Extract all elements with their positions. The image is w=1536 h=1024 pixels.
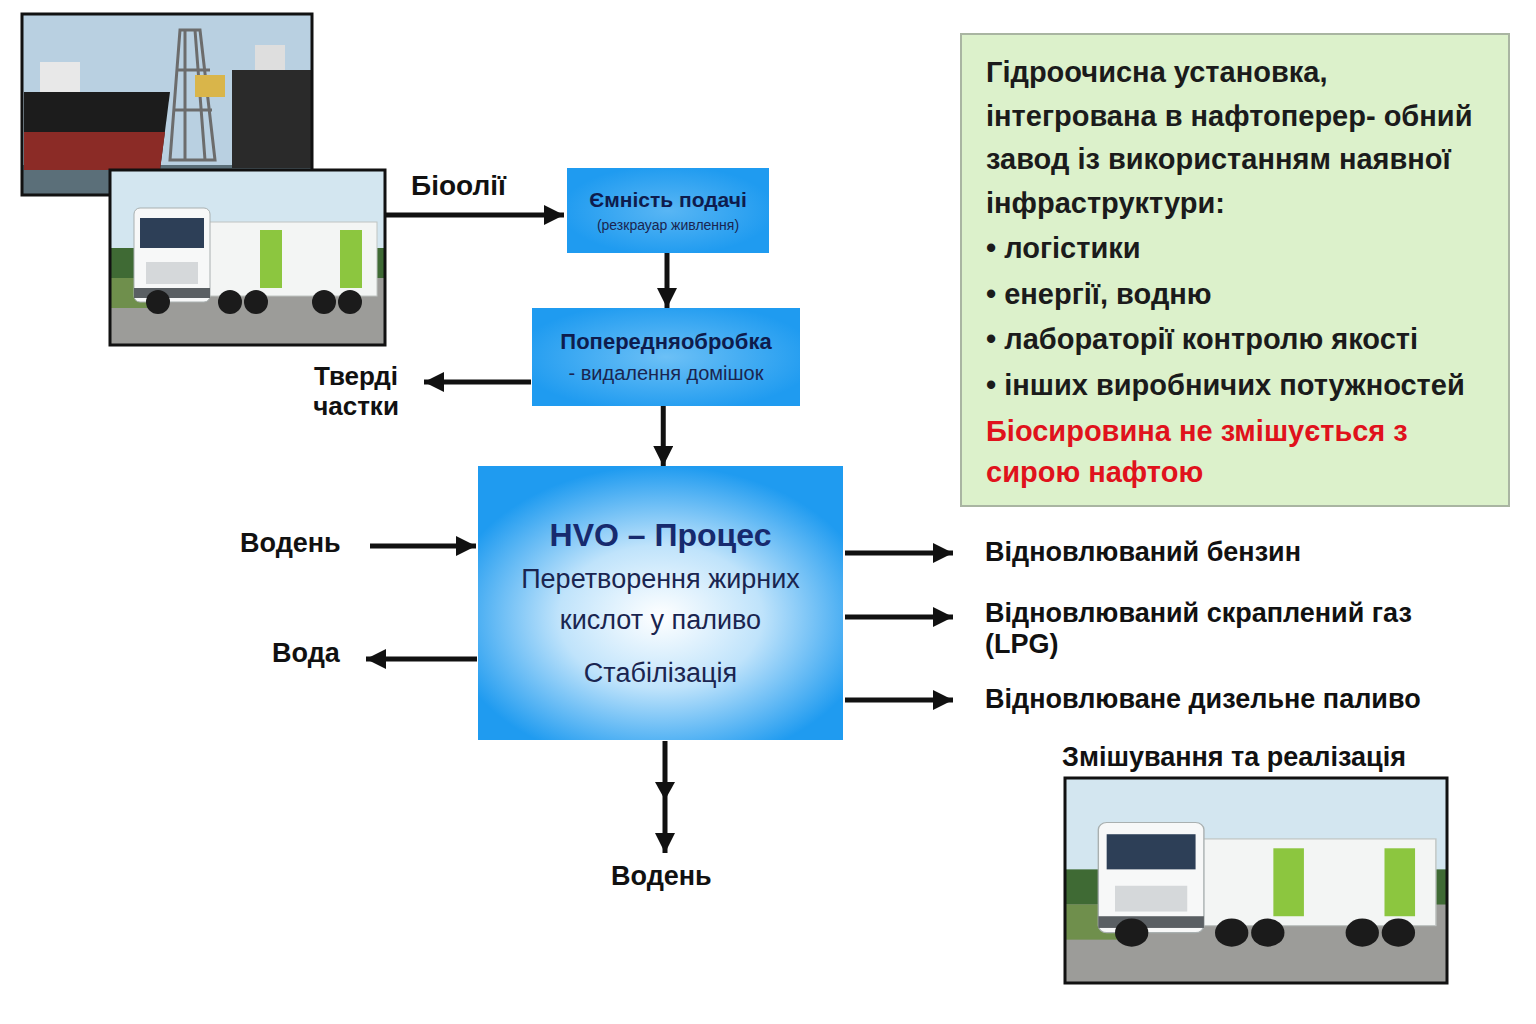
input-arrow <box>370 544 476 549</box>
box-subtitle: - видалення домішок <box>569 362 764 385</box>
box-title: Попередняобробка <box>560 329 771 354</box>
ship-superstructure <box>40 62 80 92</box>
photo-caption: Змішування та реалізація <box>1062 742 1462 773</box>
note-heading: Гідроочисна установка, інтегрована в наф… <box>986 51 1502 225</box>
pretreatment-box: Попередняобробка - видалення домішок <box>532 308 800 406</box>
bullet-item: • лабораторії контролю якості <box>986 318 1418 362</box>
ship-hull-red <box>24 132 165 170</box>
process-box: HVO – ПроцесПеретворення жирних кислот у… <box>478 466 843 740</box>
flow-label: Біоолії <box>411 170 551 202</box>
output-arrow <box>845 698 953 703</box>
input-arrow <box>386 213 564 218</box>
output-arrow <box>845 615 953 620</box>
ship-hull <box>24 92 170 170</box>
flow-label: Тверді частки <box>296 362 416 422</box>
ship-hull-right <box>232 70 312 168</box>
output-arrow <box>366 657 477 662</box>
box-body: Стабілізація <box>584 658 737 689</box>
box-title: Ємність подачі <box>589 188 746 212</box>
arrow-head-mid <box>655 782 675 800</box>
flow-arrow <box>665 253 670 308</box>
product-label: Відновлюваний скраплений газ (LPG) <box>985 598 1435 660</box>
truck-photo <box>110 170 385 345</box>
flow-label: Водень <box>611 861 741 892</box>
truck-photo <box>1065 778 1447 983</box>
crane-cabin <box>195 75 225 97</box>
photo-frame <box>22 14 312 195</box>
box-title: HVO – Процес <box>550 517 772 554</box>
output-arrow <box>845 551 953 556</box>
flow-label: Вода <box>272 638 372 669</box>
ship-photo <box>22 14 312 195</box>
bullet-item: • логістики <box>986 227 1141 271</box>
product-label: Відновлюваний бензин <box>985 537 1505 568</box>
output-arrow <box>424 380 531 385</box>
flow-arrow <box>661 406 666 466</box>
feed-tank-box: Ємність подачі (резкрауар живлення) <box>567 168 769 253</box>
photo-frame <box>1065 778 1447 983</box>
warning-note: Біосировина не змішується з сирою нафтою <box>986 411 1502 492</box>
photo-frame <box>110 170 385 345</box>
box-body: Перетворення жирних кислот у паливо <box>478 559 843 640</box>
flow-label: Водень <box>240 528 370 559</box>
product-label: Відновлюване дизельне паливо <box>985 684 1525 715</box>
box-subtitle: (резкрауар живлення) <box>597 217 739 233</box>
flow-arrows <box>366 215 953 853</box>
bullet-item: • енергії, водню <box>986 273 1212 317</box>
bullet-item: • інших виробничих потужностей <box>986 364 1465 408</box>
ship-superstructure <box>255 45 285 70</box>
note-box: Гідроочисна установка, інтегрована в наф… <box>960 33 1510 507</box>
photo-sky <box>22 14 312 195</box>
